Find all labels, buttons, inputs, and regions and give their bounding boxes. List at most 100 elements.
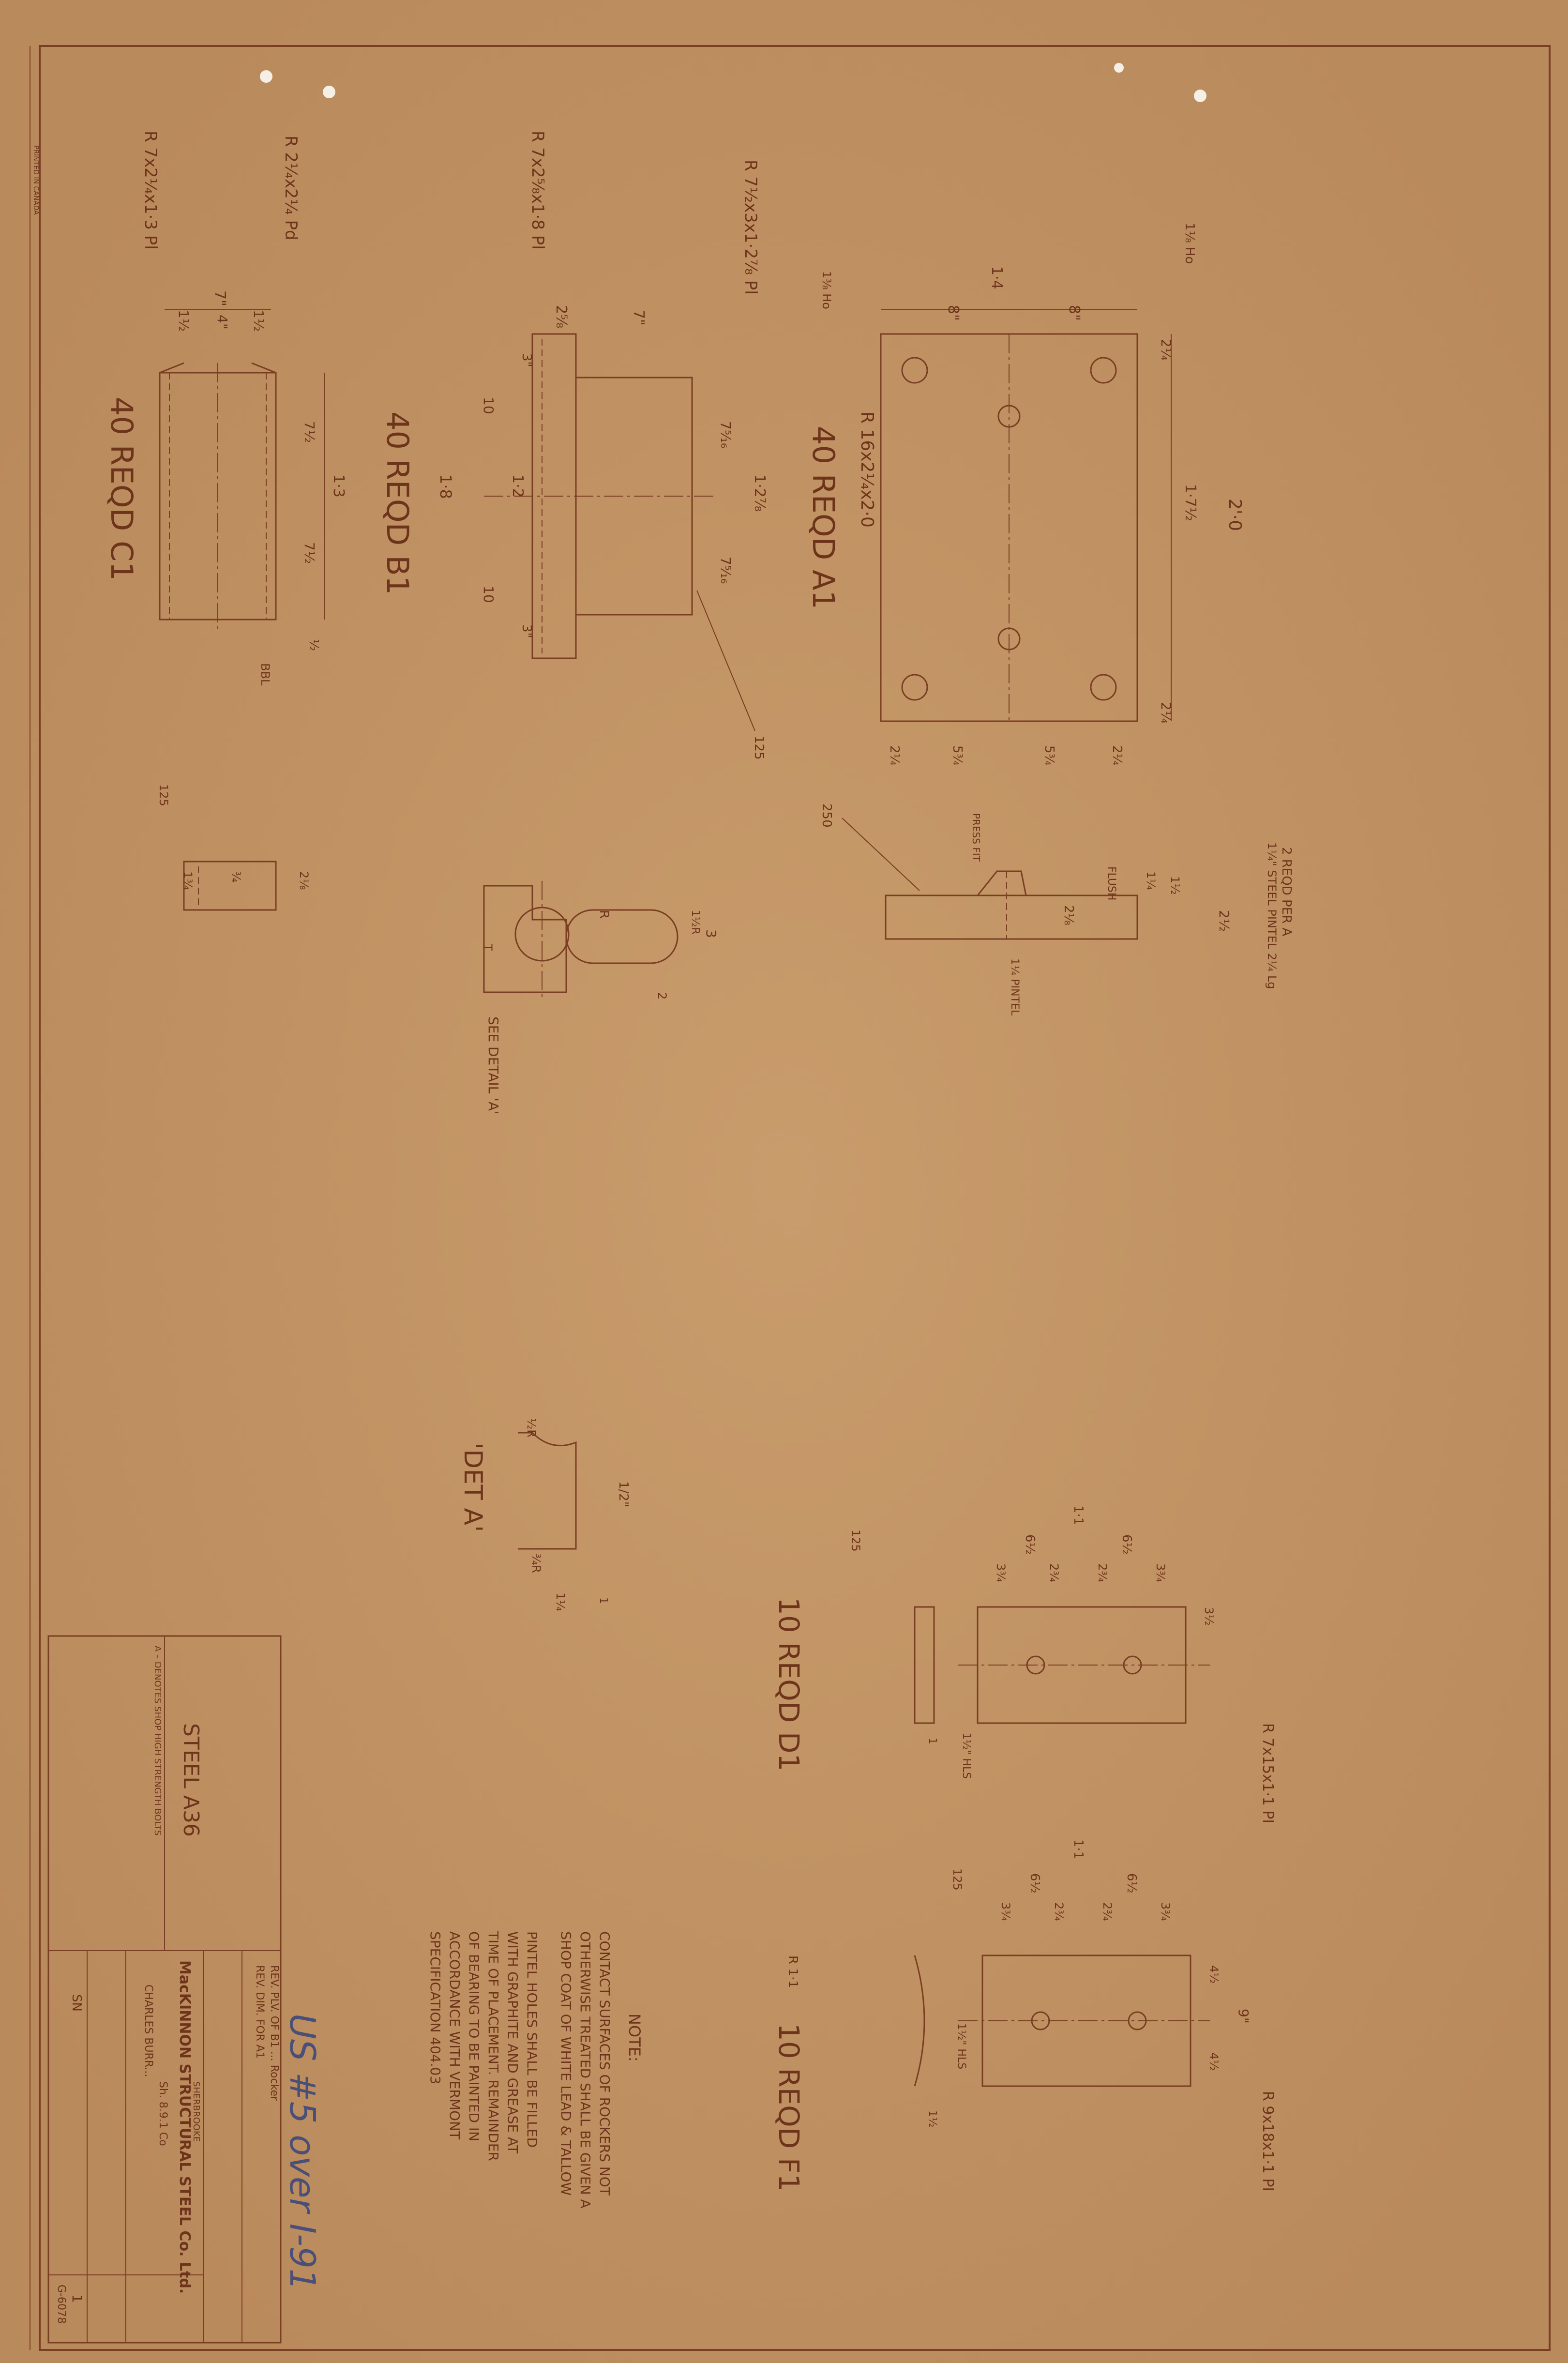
steel-grade: STEEL A36 <box>179 1723 203 1837</box>
svg-text:BBL: BBL <box>258 663 272 686</box>
f1-title: 10 REQD F1 <box>772 2023 805 2192</box>
svg-text:3½: 3½ <box>1202 1607 1216 1626</box>
svg-text:4½: 4½ <box>1207 2052 1221 2071</box>
d1-title: 10 REQD D1 <box>772 1597 805 1772</box>
view-c1-side: 125 2⅛ ¾ 1¾ <box>157 784 311 911</box>
svg-text:2¼: 2¼ <box>1110 745 1124 766</box>
svg-text:2¾: 2¾ <box>1096 1563 1109 1582</box>
svg-text:1¼: 1¼ <box>554 1592 567 1611</box>
company-name: MacKINNON STRUCTURAL STEEL Co. Ltd. <box>176 1960 193 2294</box>
svg-text:1½" HLS: 1½" HLS <box>960 1733 972 1779</box>
c1-plate2-label: R 7x2¼x1·3 Pl <box>141 131 160 250</box>
revision-2: REV. DIM. FOR A1 <box>254 1965 266 2059</box>
svg-text:7⁵⁄₁₆: 7⁵⁄₁₆ <box>718 557 734 584</box>
svg-text:6½: 6½ <box>1023 1534 1037 1555</box>
svg-text:10: 10 <box>481 397 497 414</box>
contract-number: G-6078 <box>55 2285 67 2324</box>
note-line: OTHERWISE TREATED SHALL BE GIVEN A <box>577 1931 593 2209</box>
detail-a: 'DET A' ½R ¾R 1/2" 1¼ 1 <box>458 1418 631 1611</box>
structure-value: Sh. 8.9.1 Co <box>157 2081 169 2146</box>
view-b1: 40 REQD B1 R 7x2⅝x1·8 Pl R 7½x3x1·2⅞ Pl … <box>380 131 768 760</box>
svg-text:3": 3" <box>519 353 534 367</box>
svg-text:125: 125 <box>849 1530 862 1552</box>
svg-text:125: 125 <box>950 1868 964 1891</box>
drawing-number: 1 <box>69 2294 85 2303</box>
legend-text: A – DENOTES SHOP HIGH STRENGTH BOLTS <box>152 1646 163 1835</box>
note-line: WITH GRAPHITE AND GREASE AT <box>505 1931 521 2154</box>
svg-text:2⅛: 2⅛ <box>297 871 311 890</box>
svg-text:250: 250 <box>819 803 834 828</box>
client-value: CHARLES BURR... <box>142 1984 154 2077</box>
svg-text:1·4: 1·4 <box>988 266 1005 289</box>
svg-text:7⁵⁄₁₆: 7⁵⁄₁₆ <box>718 421 734 448</box>
a1-title: 40 REQD A1 <box>806 426 841 609</box>
view-b1-side: R 3 1½R SEE DETAIL 'A' 2 T <box>481 881 719 1115</box>
a1-plate-label: R 16x2¼x2·0 <box>857 411 877 528</box>
note-title: NOTE: <box>625 2014 644 2062</box>
svg-text:1·8: 1·8 <box>437 474 455 499</box>
svg-text:¾R: ¾R <box>529 1554 543 1573</box>
svg-text:1⅛ Ho: 1⅛ Ho <box>1182 223 1197 264</box>
svg-text:2¾: 2¾ <box>1052 1902 1066 1921</box>
handwritten-note: US #5 over I-91 <box>282 2014 323 2291</box>
title-block: MacKINNON STRUCTURAL STEEL Co. Ltd. SHER… <box>47 1635 282 2344</box>
svg-text:PRESS FIT: PRESS FIT <box>970 813 982 862</box>
punch-hole <box>323 86 335 98</box>
svg-text:1¼: 1¼ <box>1144 871 1158 890</box>
note-line: PINTEL HOLES SHALL BE FILLED <box>524 1931 540 2148</box>
svg-text:2⅛: 2⅛ <box>1061 905 1076 925</box>
svg-text:2¼: 2¼ <box>1158 702 1174 724</box>
svg-text:7½: 7½ <box>302 542 317 564</box>
svg-text:125: 125 <box>157 784 170 806</box>
svg-text:¾: ¾ <box>229 871 243 882</box>
svg-text:1¾: 1¾ <box>181 871 195 890</box>
b1-plate2-label: R 7½x3x1·2⅞ Pl <box>741 160 760 295</box>
svg-text:2½: 2½ <box>1216 910 1232 932</box>
svg-text:2¼: 2¼ <box>887 745 902 766</box>
view-f1: 10 REQD F1 R 9x18x1·1 Pl R 1·1 125 1·1 6… <box>772 1839 1276 2192</box>
c1-plate-label: R 2¼x2¼ Pd <box>281 136 301 241</box>
svg-text:3: 3 <box>703 929 719 938</box>
punch-hole <box>1114 63 1124 73</box>
svg-text:1¼ PINTEL: 1¼ PINTEL <box>1009 958 1021 1016</box>
svg-text:1·1: 1·1 <box>1071 1839 1086 1859</box>
svg-text:1½: 1½ <box>926 2110 938 2127</box>
svg-text:1½" HLS: 1½" HLS <box>955 2023 967 2069</box>
note-line: CONTACT SURFACES OF ROCKERS NOT <box>597 1931 613 2196</box>
svg-text:8": 8" <box>1066 305 1083 321</box>
svg-text:R: R <box>597 910 611 919</box>
svg-text:1½: 1½ <box>176 310 192 332</box>
sheet-border <box>39 45 1551 2351</box>
margin-print: PRINTED IN CANADA <box>32 145 40 215</box>
svg-text:1½: 1½ <box>251 310 267 332</box>
svg-text:3¾: 3¾ <box>1154 1563 1167 1582</box>
svg-text:8": 8" <box>945 305 962 321</box>
svg-text:1/2": 1/2" <box>616 1481 631 1507</box>
view-a1: 40 REQD A1 R 16x2¼x2·0 1·4 8" 8" 1⅛ Ho 1… <box>806 223 1245 766</box>
svg-text:3¾: 3¾ <box>999 1902 1012 1921</box>
note-line: ACCORDANCE WITH VERMONT <box>447 1931 463 2140</box>
svg-text:1½R: 1½R <box>689 910 701 935</box>
svg-text:4½: 4½ <box>1207 1965 1221 1984</box>
svg-text:2'·0: 2'·0 <box>1225 499 1245 531</box>
svg-text:FLUSH: FLUSH <box>1105 866 1117 900</box>
svg-text:1⅜ Ho: 1⅜ Ho <box>820 271 833 309</box>
svg-text:½R: ½R <box>525 1418 538 1438</box>
c1-title: 40 REQD C1 <box>104 397 139 581</box>
svg-text:6½: 6½ <box>1124 1873 1139 1893</box>
svg-text:1½: 1½ <box>1168 876 1182 895</box>
view-d1: 10 REQD D1 R 7x15x1·1 Pl 125 1·1 6½ 6½ 3… <box>772 1505 1276 1823</box>
svg-text:½: ½ <box>306 639 321 651</box>
svg-text:10: 10 <box>481 586 497 603</box>
view-c1: 40 REQD C1 R 2¼x2¼ Pd R 7x2¼x1·3 Pl 7" 1… <box>104 131 347 686</box>
note-line: OF BEARING TO BE PAINTED IN <box>466 1931 482 2141</box>
svg-text:1·1: 1·1 <box>1071 1505 1086 1525</box>
svg-text:SEE DETAIL 'A': SEE DETAIL 'A' <box>485 1016 501 1115</box>
svg-text:5¾: 5¾ <box>1042 745 1056 766</box>
svg-text:4": 4" <box>214 315 230 330</box>
svg-text:2¾: 2¾ <box>1047 1563 1061 1582</box>
note-line: SHOP COAT OF WHITE LEAD & TALLOW <box>558 1931 574 2196</box>
svg-text:2 REQD PER A: 2 REQD PER A <box>1279 847 1294 936</box>
